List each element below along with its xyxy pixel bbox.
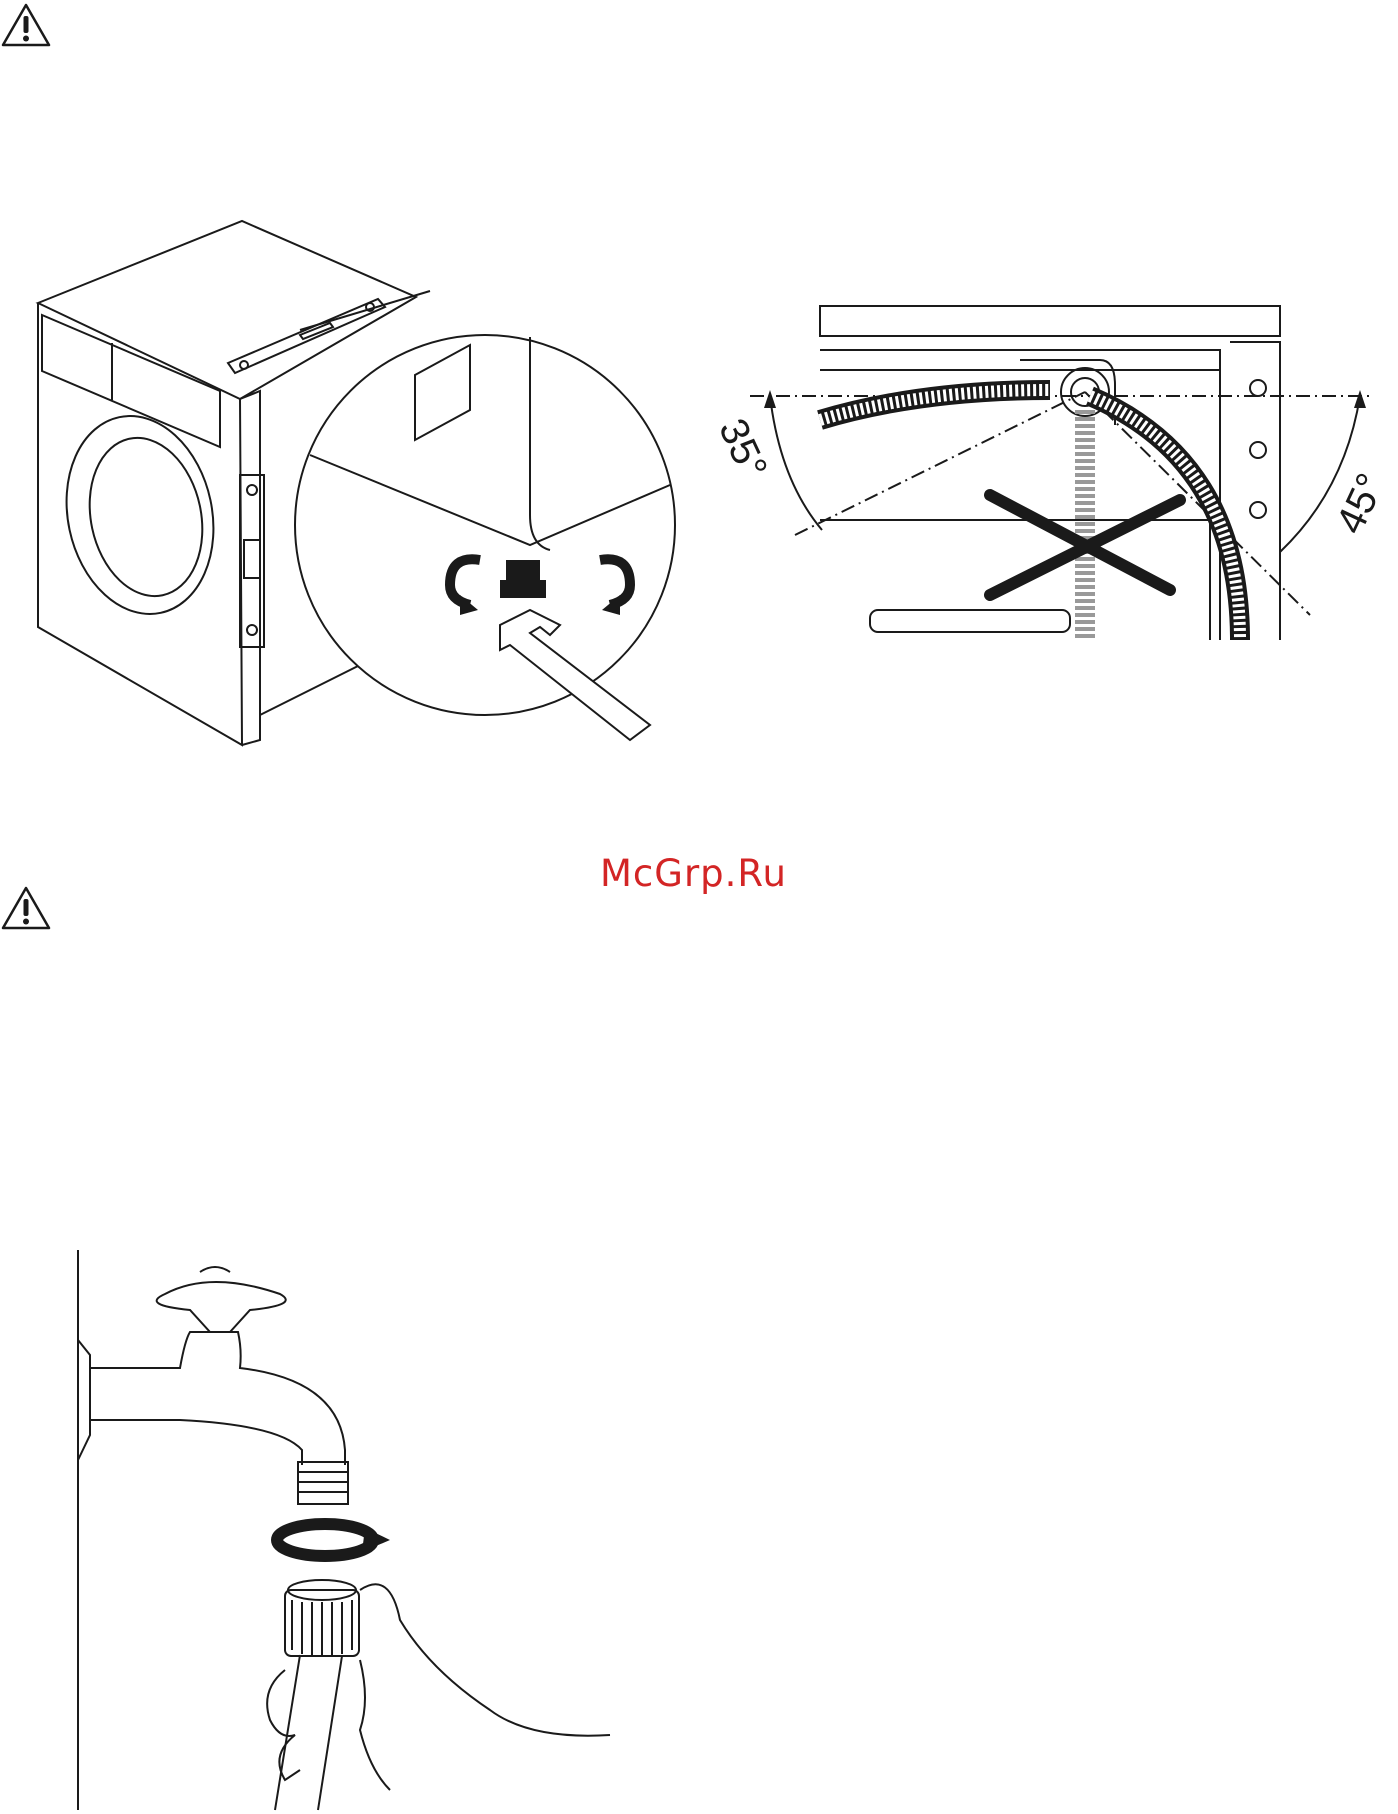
washing-machine-leveling-illustration xyxy=(30,215,670,755)
warning-triangle-icon xyxy=(0,2,52,48)
watermark: McGrp.Ru xyxy=(600,852,787,895)
tap-hose-connection-illustration xyxy=(70,1250,670,1810)
angle-label-left: 35° xyxy=(710,412,775,485)
angle-label-right: 45° xyxy=(1328,467,1393,540)
warning-triangle-icon xyxy=(0,885,52,931)
drain-hose-angle-illustration: 35° 45° xyxy=(720,290,1380,650)
